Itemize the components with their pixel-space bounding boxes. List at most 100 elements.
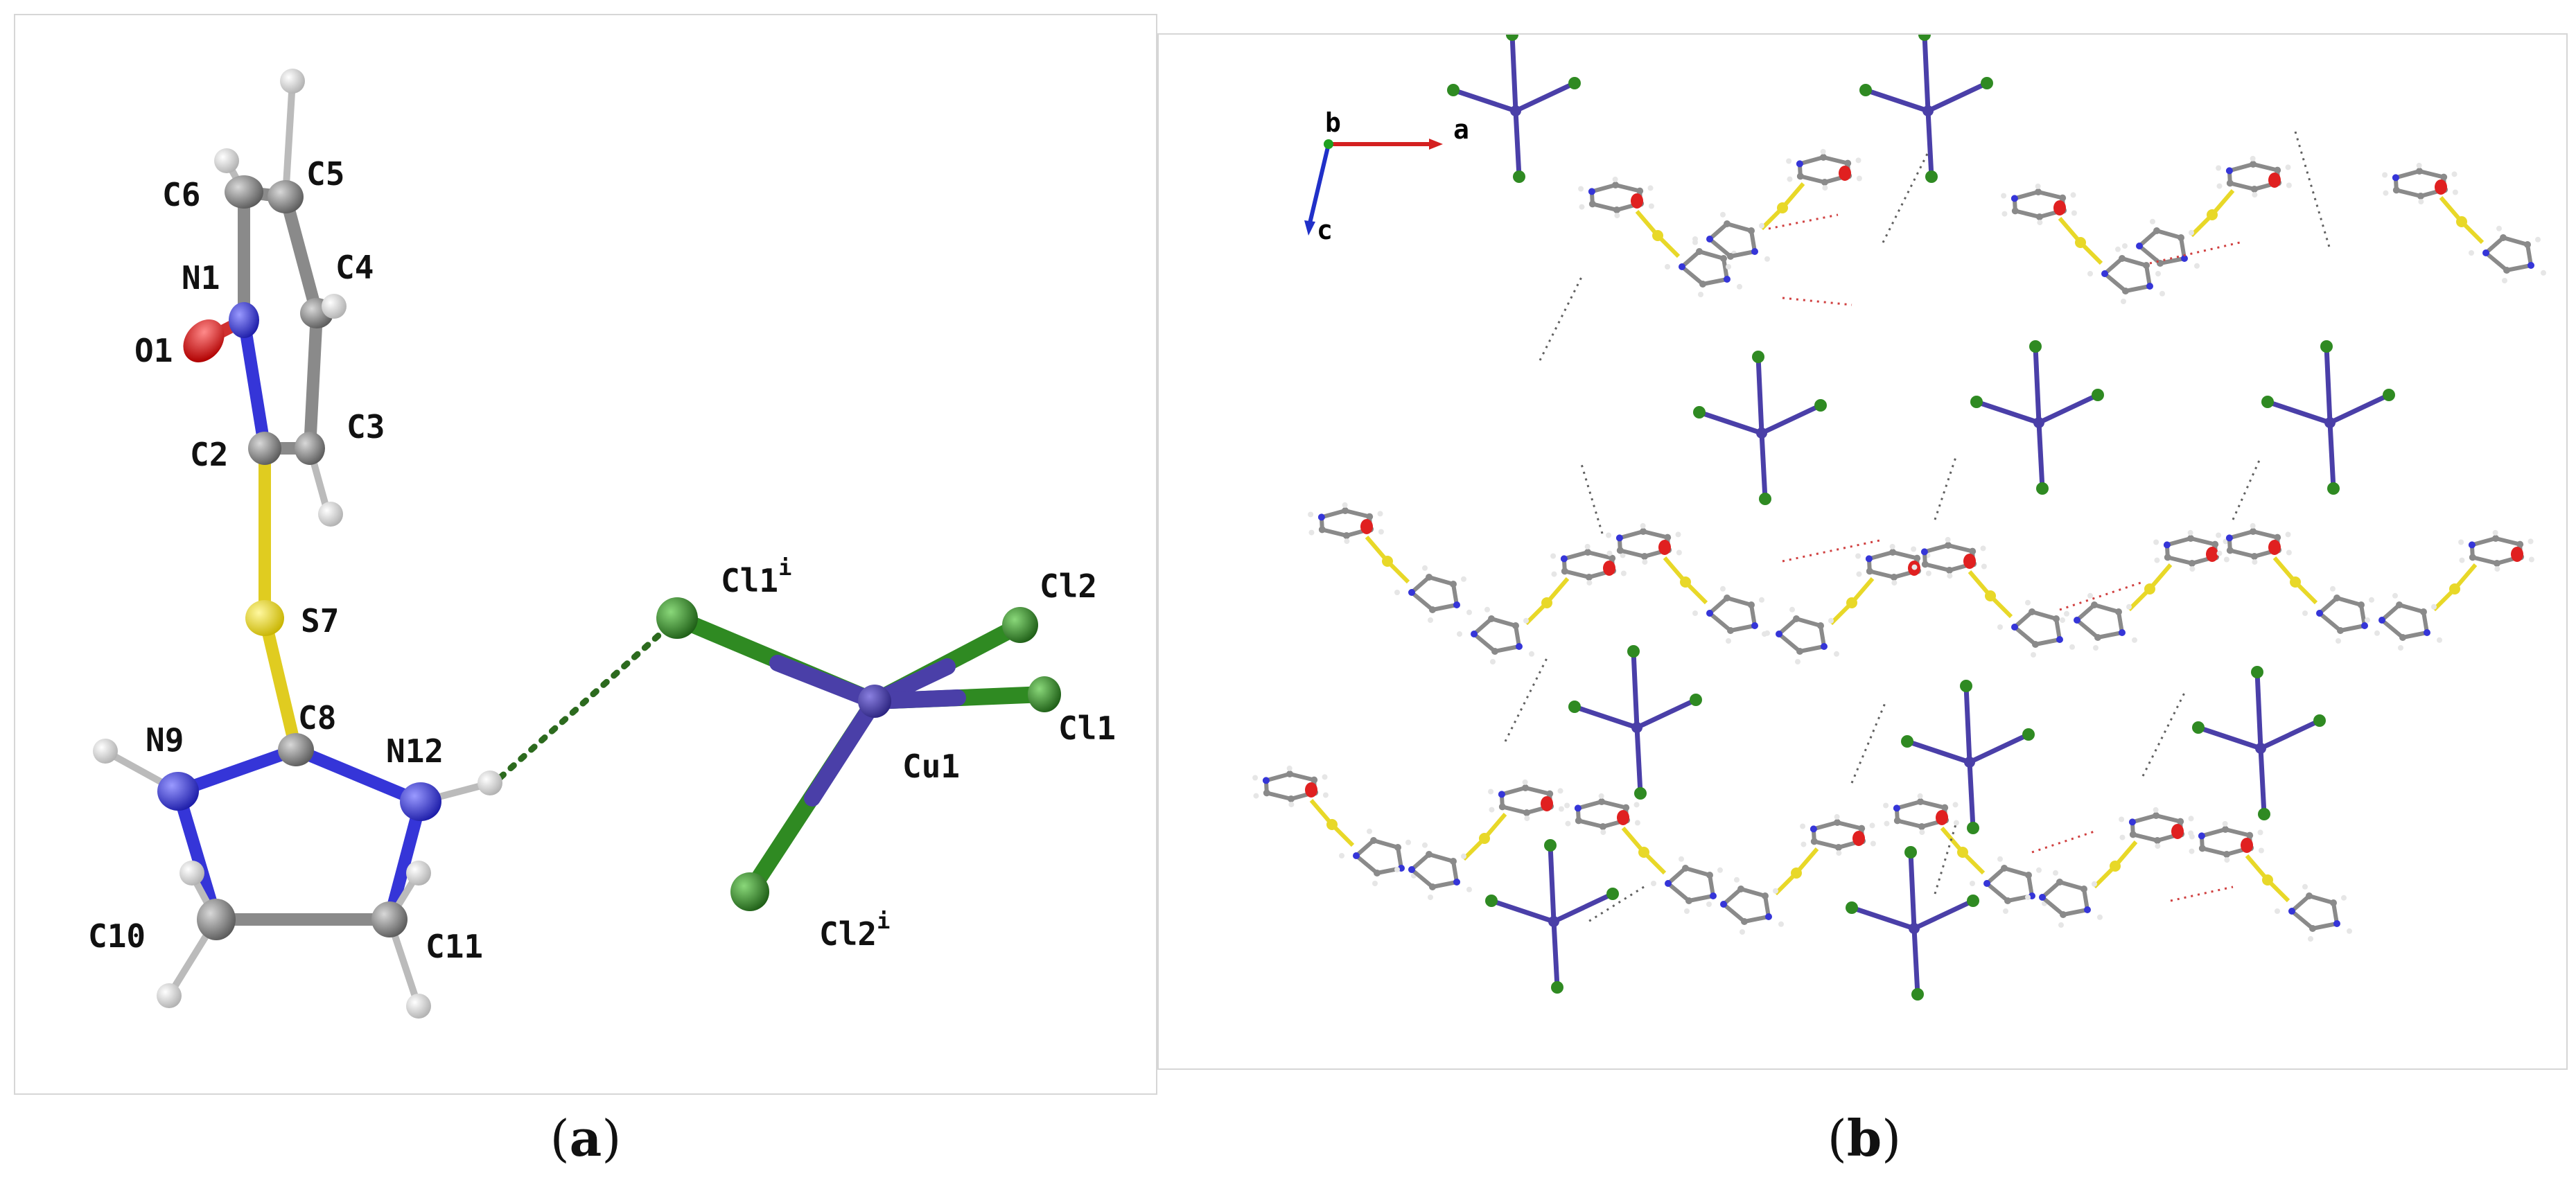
hydrogen-atom: [1787, 176, 1793, 182]
hydrogen-atom: [2494, 566, 2500, 572]
ring-bond: [1642, 529, 1668, 540]
hydrogen-atom: [1980, 545, 1986, 552]
oxygen-atom: [2268, 173, 2281, 188]
ring-bond: [1730, 249, 1755, 258]
ring-atom: [1696, 248, 1703, 255]
ring-bond: [1344, 509, 1370, 519]
hydrogen-atom: [2437, 637, 2442, 643]
carbon-atom: [1588, 200, 1596, 208]
ring-bond: [1892, 550, 1918, 561]
ring-atom: [2181, 255, 2188, 262]
hydrogen-atom: [2398, 645, 2403, 651]
cucl4-bond: [1509, 35, 1518, 112]
ring-bond: [2138, 229, 2158, 248]
label-cl1i: Cl1i: [721, 554, 791, 599]
ring-bond: [1749, 604, 1757, 626]
hydrogen-atom: [1565, 820, 1571, 827]
ring-bond: [2340, 624, 2365, 633]
hydrogen-atom: [2035, 183, 2041, 189]
carbon-atom: [1820, 154, 1828, 161]
carbon-atom: [2153, 836, 2161, 844]
ring-bond: [2094, 603, 2119, 614]
axis-b-dot: [1324, 139, 1333, 149]
chlorine-atom: [1918, 35, 1931, 41]
carbon-atom: [1664, 534, 1672, 541]
ring-bond: [2485, 251, 2508, 272]
cucl4-bond: [2329, 392, 2390, 425]
axis-c-arrow: [1308, 143, 1331, 224]
oxygen-atom: [1305, 782, 1317, 798]
sulfur-bond: [2293, 580, 2318, 605]
hydrogen-atom: [2025, 895, 2031, 900]
chlorine-atom: [1846, 901, 1858, 914]
hydrogen-atom: [1834, 651, 1839, 657]
carbon-atom: [2246, 831, 2254, 839]
carbon-atom: [2516, 540, 2524, 548]
carbon-atom: [1342, 507, 1349, 515]
hydrogen-atom: [2216, 550, 2223, 556]
ring-atom: [2333, 595, 2340, 601]
hydrogen-atom: [1762, 631, 1767, 637]
ring-bond: [2156, 229, 2182, 240]
hydrogen-bond-dotted: [2149, 241, 2241, 265]
nitrogen-atom: [1893, 804, 1900, 812]
ring-bond: [1667, 866, 1687, 886]
hydrogen-atom: [1917, 793, 1923, 799]
hydrogen-atom: [2216, 165, 2222, 171]
hydrogen-atom: [2330, 585, 2336, 592]
hydrogen-atom: [1869, 822, 1875, 829]
hydrogen-atom: [2451, 171, 2457, 177]
ring-bond: [1619, 529, 1644, 540]
hydrogen-atom: [1620, 552, 1626, 558]
oxygen-atom: [1617, 810, 1629, 825]
hydrogen-atom: [2459, 557, 2465, 563]
packing-diagram: b a c: [1252, 35, 2546, 1001]
label-c11: C11: [426, 928, 483, 965]
label-c3: C3: [347, 408, 385, 446]
ring-bond: [1501, 786, 1526, 797]
copper-atom: [2324, 417, 2336, 428]
ring-bond: [2103, 256, 2123, 276]
ring-atom: [1793, 615, 1800, 622]
hydrogen-atom: [2224, 857, 2230, 863]
carbon-atom: [2469, 554, 2476, 561]
chlorine-atom: [1904, 846, 1917, 858]
hydrogen-atom: [1800, 823, 1806, 829]
hydrogen-atom: [1557, 788, 1563, 794]
ring-bond: [1601, 800, 1627, 810]
hydrogen-atom: [2502, 278, 2507, 283]
chlorine-atom: [1925, 170, 1938, 183]
cucl4-bond: [2254, 671, 2263, 749]
ring-bond: [2312, 922, 2338, 931]
hydrogen-atom: [1855, 553, 1861, 559]
copper-atom: [2033, 417, 2044, 428]
cucl4-bond: [1698, 410, 1763, 436]
chlorine-atom: [1967, 895, 1979, 907]
hydrogen-atom: [1308, 511, 1314, 518]
carbon-atom: [1834, 843, 1842, 851]
hydrogen-atom: [1679, 856, 1684, 862]
ring-atom: [2053, 615, 2060, 622]
ring-bond: [2062, 908, 2088, 917]
carbon-atom: [1366, 513, 1374, 520]
ring-bond: [1428, 575, 1454, 586]
ring-bond: [2336, 596, 2362, 607]
carbon-atom: [2250, 161, 2257, 168]
ring-bond: [2159, 256, 2185, 265]
panel-b-packing: b a c: [1157, 33, 2568, 1070]
hydrogen-atom: [1740, 929, 1745, 935]
ring-atom: [2309, 925, 2316, 932]
ring-atom: [1408, 589, 1415, 596]
carbon-atom: [2416, 168, 2424, 175]
ring-bond: [1620, 548, 1645, 558]
axis-a-label: a: [1453, 114, 1469, 145]
atoms: [93, 69, 1061, 1019]
hydrogen-atom: [2285, 531, 2291, 538]
ring-bond: [1726, 222, 1752, 233]
ring-bond: [1266, 791, 1292, 801]
ring-bond: [1749, 230, 1757, 252]
hydrogen-atom: [2382, 172, 2388, 178]
hydrogen-bond-dotted: [497, 622, 674, 781]
carbon-atom: [1866, 567, 1873, 575]
ring-bond: [1722, 887, 1742, 906]
